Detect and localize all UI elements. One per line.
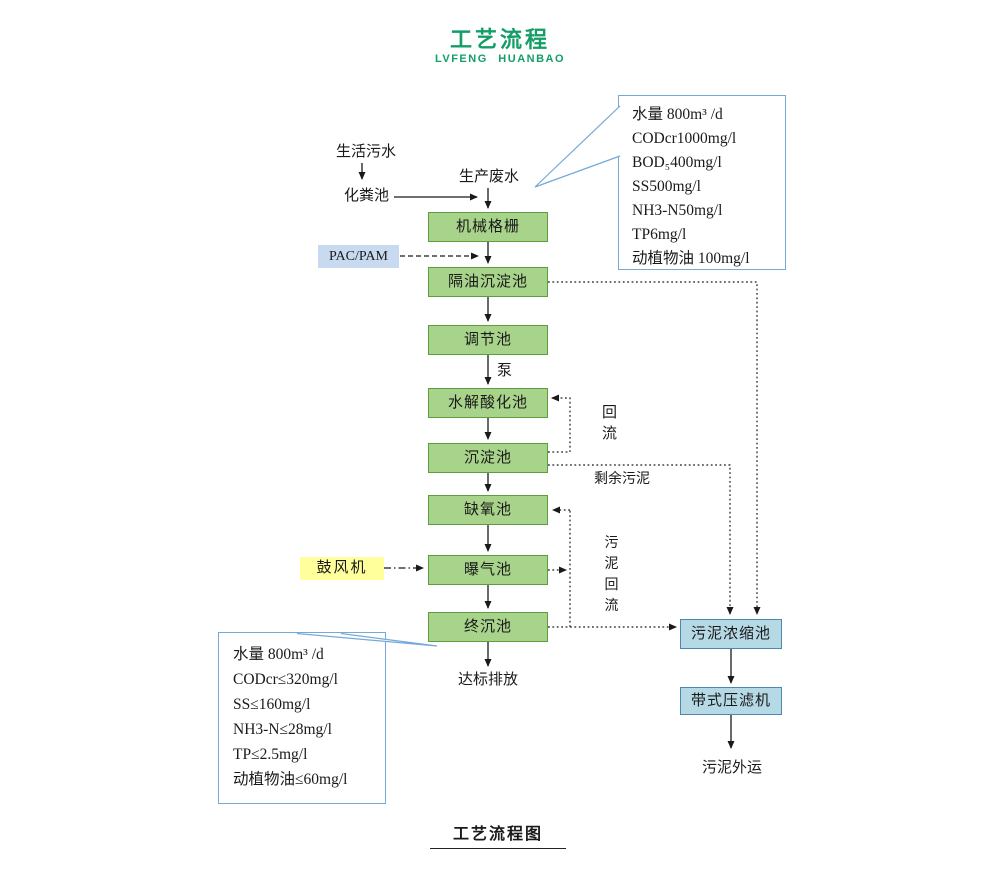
influent-spec-line: 动植物油 100mg/l [632,250,750,267]
label-production-wastewater: 生产废水 [458,169,519,185]
diagram-caption: 工艺流程图 [430,824,566,849]
dotted-sludge-lines [548,281,761,631]
label-excess-sludge: 剩余污泥 [594,472,650,487]
influent-spec-line: BOD₅400mg/l [632,154,722,171]
effluent-spec-callout: 水量 800m³ /d CODcr≤320mg/l SS≤160mg/l NH3… [218,632,386,804]
box-belt-filter-press: 带式压滤机 [680,687,782,715]
brand-subtitle: LVFENG HUANBAO [434,53,566,65]
effluent-spec-line: TP≤2.5mg/l [233,746,308,763]
box-aeration-tank: 曝气池 [428,555,548,585]
box-hydrolysis-tank: 水解酸化池 [428,388,548,418]
influent-callout-tail [534,105,621,188]
box-anoxic-tank: 缺氧池 [428,495,548,525]
box-sludge-thickening-tank: 污泥浓缩池 [680,619,782,649]
box-blower: 鼓风机 [300,557,384,580]
effluent-spec-line: 水量 800m³ /d [233,646,324,663]
box-oil-separation-tank: 隔油沉淀池 [428,267,548,297]
label-pump: 泵 [497,363,513,379]
box-final-sedimentation-tank: 终沉池 [428,612,548,642]
box-pac-pam: PAC/PAM [318,245,399,268]
label-sludge-return: 污泥回流 [604,536,619,614]
box-sedimentation-tank: 沉淀池 [428,443,548,473]
box-mechanical-screen: 机械格栅 [428,212,548,242]
page-title: 工艺流程 [449,27,550,52]
effluent-spec-line: 动植物油≤60mg/l [233,771,348,788]
label-septic-tank: 化粪池 [344,188,390,204]
influent-spec-line: NH3-N50mg/l [632,202,723,219]
effluent-spec-line: NH3-N≤28mg/l [233,721,332,738]
effluent-spec-line: SS≤160mg/l [233,696,311,713]
influent-spec-line: 水量 800m³ /d [632,106,723,123]
box-regulating-tank: 调节池 [428,325,548,355]
influent-spec-line: CODcr1000mg/l [632,130,737,147]
influent-spec-line: TP6mg/l [632,226,687,243]
label-reflux: 回流 [601,405,617,442]
label-sludge-transport: 污泥外运 [701,760,762,776]
label-domestic-sewage: 生活污水 [336,144,397,160]
effluent-spec-line: CODcr≤320mg/l [233,671,338,688]
influent-spec-line: SS500mg/l [632,178,701,195]
influent-spec-callout: 水量 800m³ /d CODcr1000mg/l BOD₅400mg/l SS… [618,95,786,270]
label-discharge: 达标排放 [457,672,518,688]
